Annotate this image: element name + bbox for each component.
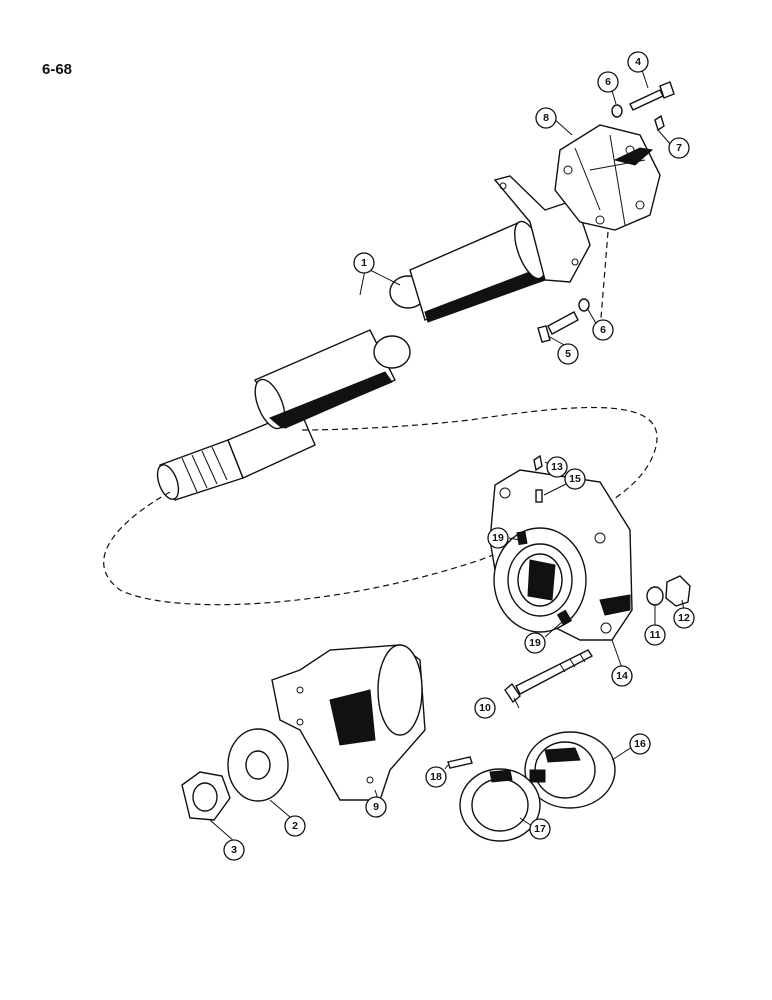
svg-text:7: 7	[676, 142, 682, 154]
washer-upper	[611, 104, 623, 118]
svg-text:8: 8	[543, 112, 549, 124]
callout-5: 5	[557, 343, 579, 365]
svg-text:6: 6	[605, 76, 611, 88]
callout-9: 9	[365, 796, 387, 818]
callout-10: 10	[474, 697, 496, 719]
callout-16: 16	[629, 733, 651, 755]
callout-15: 15	[564, 468, 586, 490]
callout-17: 17	[529, 818, 551, 840]
svg-text:10: 10	[479, 702, 491, 714]
callout-8: 8	[535, 107, 557, 129]
svg-text:18: 18	[430, 771, 442, 783]
bearing-housing	[489, 454, 633, 641]
svg-text:19: 19	[529, 637, 541, 649]
bolt-long	[504, 649, 594, 704]
callout-19-upper: 19	[487, 527, 509, 549]
bolt-upper	[629, 81, 675, 111]
u-joint-coupling	[554, 124, 661, 331]
callout-1: 1	[353, 252, 375, 274]
callout-6-upper: 6	[597, 71, 619, 93]
washer-lower	[578, 298, 590, 312]
svg-text:3: 3	[231, 844, 237, 856]
set-screw	[447, 756, 473, 769]
svg-text:4: 4	[635, 56, 641, 68]
callout-19-lower: 19	[524, 632, 546, 654]
bolt-lower	[537, 311, 579, 343]
callout-4: 4	[627, 51, 649, 73]
callout-14: 14	[611, 665, 633, 687]
hex-nut-large	[181, 771, 231, 821]
lock-washer	[646, 586, 664, 606]
svg-text:17: 17	[534, 823, 546, 835]
callout-3: 3	[223, 839, 245, 861]
svg-text:1: 1	[361, 257, 367, 269]
svg-text:16: 16	[634, 738, 646, 750]
svg-text:2: 2	[292, 820, 298, 832]
svg-text:6: 6	[600, 324, 606, 336]
assembly-path-line	[103, 406, 658, 606]
svg-text:12: 12	[678, 612, 690, 624]
hex-nut-small	[665, 575, 691, 607]
flat-washer	[227, 728, 289, 802]
callout-2: 2	[284, 815, 306, 837]
flange-yoke	[271, 644, 426, 801]
svg-text:11: 11	[649, 629, 660, 641]
callout-11: 11	[644, 624, 666, 646]
svg-text:9: 9	[373, 801, 379, 813]
bearing-insert	[524, 731, 616, 809]
drive-shaft	[156, 175, 591, 501]
svg-text:15: 15	[569, 473, 581, 485]
svg-text:19: 19	[492, 532, 504, 544]
callout-6-lower: 6	[592, 319, 614, 341]
svg-text:5: 5	[565, 348, 571, 360]
callout-13: 13	[546, 456, 568, 478]
page-number: 6-68	[42, 61, 72, 78]
svg-text:13: 13	[551, 461, 563, 473]
grease-fitting	[654, 114, 665, 132]
locking-collar	[459, 768, 541, 842]
svg-text:14: 14	[616, 670, 628, 682]
callout-7: 7	[668, 137, 690, 159]
callout-18: 18	[425, 766, 447, 788]
callout-12: 12	[673, 607, 695, 629]
